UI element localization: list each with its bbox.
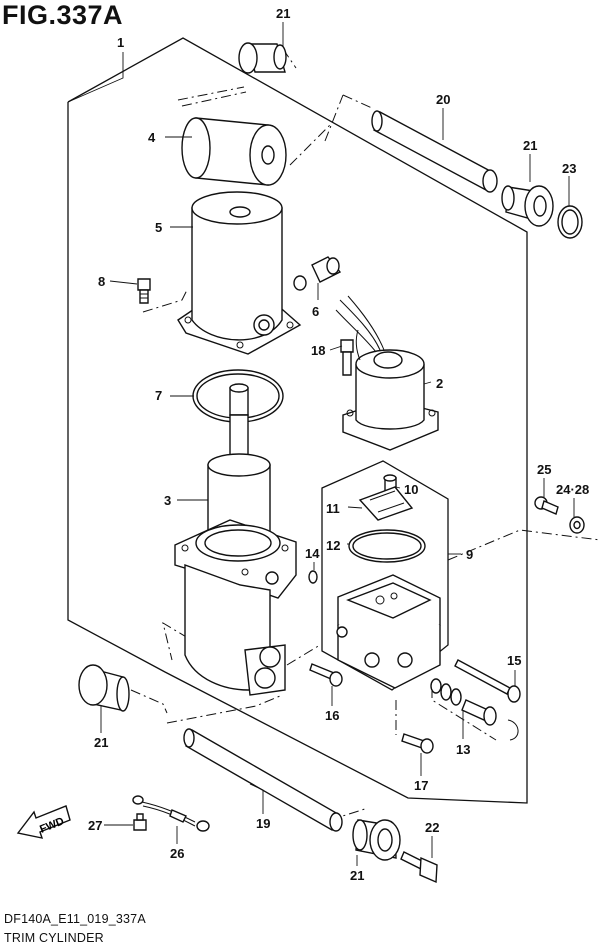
alignment-line [431, 688, 497, 741]
alignment-line [130, 689, 168, 714]
bolt-8 [137, 278, 151, 304]
bushing-21-right [501, 185, 554, 227]
bolt-15 [454, 659, 521, 703]
plate-11 [358, 486, 414, 521]
cylinder-4 [181, 117, 287, 186]
callout-5: 5 [155, 220, 162, 235]
assembly-frame [67, 37, 528, 804]
callout-20: 20 [436, 92, 450, 107]
callout-1: 1 [117, 35, 124, 50]
alignment-line [142, 289, 188, 313]
callout-8: 8 [98, 274, 105, 289]
fitting-6 [293, 256, 342, 291]
alignment-line [342, 94, 373, 109]
o-ring-14 [308, 570, 318, 584]
callout-13: 13 [456, 742, 470, 757]
fwd-arrow: FWD [16, 805, 71, 839]
callout-18: 18 [311, 343, 325, 358]
bolt-16 [309, 663, 343, 687]
bolt-22 [400, 851, 438, 884]
callout-7: 7 [155, 388, 162, 403]
callout-12: 12 [326, 538, 340, 553]
callout-2: 2 [436, 376, 443, 391]
bolt-17 [401, 733, 434, 754]
callout-21-bottom: 21 [350, 868, 364, 883]
callout-25: 25 [537, 462, 551, 477]
washer-24-28 [569, 516, 585, 534]
callout-26: 26 [170, 846, 184, 861]
ground-wire-26 [132, 795, 210, 832]
bolt-18 [340, 339, 354, 376]
callout-19: 19 [256, 816, 270, 831]
bolt-25 [534, 496, 559, 515]
callout-21-top: 21 [276, 6, 290, 21]
callout-21-right: 21 [523, 138, 537, 153]
bushing-21-left [78, 664, 130, 712]
callout-16: 16 [325, 708, 339, 723]
alignment-line [286, 644, 321, 666]
rod-19 [183, 728, 343, 832]
reservoir-5 [177, 191, 302, 355]
snap-ring-23 [557, 205, 583, 239]
bolt-27 [133, 813, 147, 831]
callout-3: 3 [164, 493, 171, 508]
bushing-21-top [238, 42, 287, 74]
callout-15: 15 [507, 653, 521, 668]
figure-name: TRIM CYLINDER [4, 931, 104, 945]
callout-21-left: 21 [94, 735, 108, 750]
callout-22: 22 [425, 820, 439, 835]
leader-lines [67, 22, 575, 866]
alignment-line [162, 621, 189, 661]
callout-14: 14 [305, 546, 320, 561]
callout-27: 27 [88, 818, 102, 833]
callout-6: 6 [312, 304, 319, 319]
callout-17: 17 [414, 778, 428, 793]
alignment-line [289, 94, 344, 166]
callout-23: 23 [562, 161, 576, 176]
callout-9: 9 [466, 547, 473, 562]
callout-10: 10 [404, 482, 418, 497]
pump-sub-frame [321, 460, 449, 691]
callout-24-28: 24·28 [556, 482, 589, 497]
trim-cylinder-3 [174, 383, 297, 696]
callout-4: 4 [148, 130, 156, 145]
figure-code: DF140A_E11_019_337A [4, 912, 146, 926]
alignment-line [177, 86, 247, 107]
alignment-line [166, 695, 281, 724]
valve-13 [430, 678, 519, 741]
rod-20 [371, 110, 498, 193]
figure-title: FIG.337A [2, 0, 124, 30]
bushing-21-bottom [352, 819, 401, 861]
callouts: 1 2 3 4 5 6 7 8 9 10 11 12 13 14 15 16 1… [88, 6, 589, 883]
o-ring-12 [348, 529, 426, 563]
motor-2 [335, 295, 439, 451]
callout-11: 11 [326, 501, 340, 516]
alignment-line [447, 529, 600, 561]
pump-body-9 [336, 574, 441, 689]
